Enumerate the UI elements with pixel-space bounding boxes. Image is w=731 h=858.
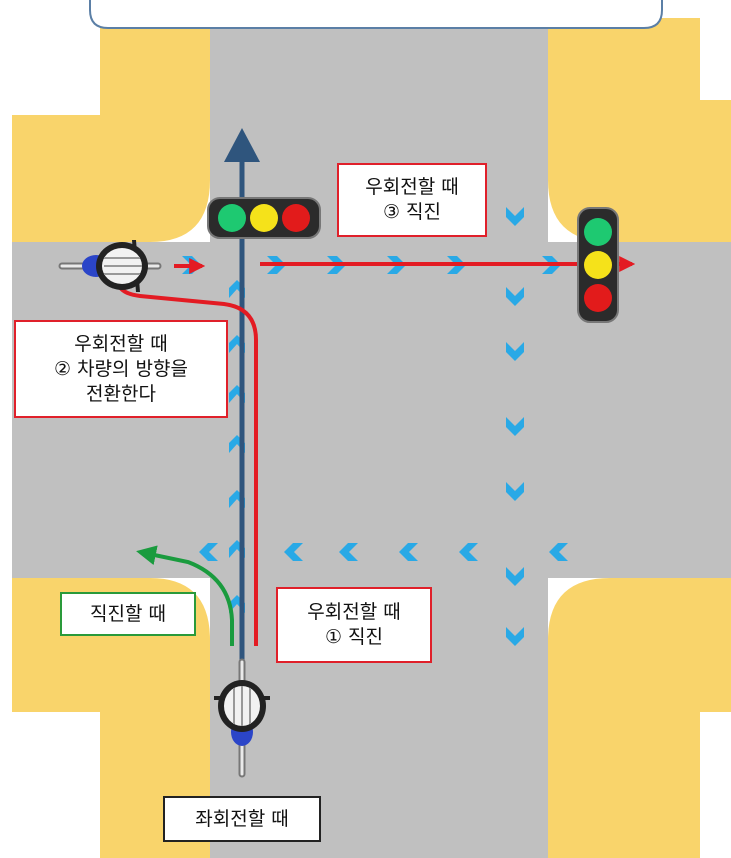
sidewalk-bottom-left [12,578,210,858]
sidewalk-corners [12,18,731,858]
straight-lane-arrow [224,128,260,662]
cyclist-icon [58,240,162,292]
label-line: 우회전할 때 [365,176,459,198]
label-line: 우회전할 때 [307,601,401,623]
cyclist-icon [214,658,270,778]
label-line: ① 직진 [324,626,384,648]
sidewalk-top-left [12,18,210,242]
label-hook-step3: 우회전할 때 ③ 직진 [337,163,487,237]
label-line: ③ 직진 [382,201,442,223]
label-line: 직진할 때 [90,602,166,625]
straight-turn-path [136,545,234,646]
sidewalk-bottom-right [548,578,731,858]
label-hook-step2: 우회전할 때 ② 차량의 방향을 전환한다 [14,320,228,418]
label-line: 우회전할 때 [74,332,168,355]
label-line: 좌회전할 때 [195,807,289,830]
traffic-light-icon [577,207,619,323]
label-straight: 직진할 때 [60,592,196,636]
traffic-light-icon [207,197,321,239]
sidewalk-top-right [548,18,731,242]
label-left-turn: 좌회전할 때 [163,796,321,842]
label-line: ② 차량의 방향을 [54,357,188,380]
frame-edge [89,0,663,29]
label-hook-step1: 우회전할 때 ① 직진 [276,587,432,663]
label-line: 전환한다 [86,382,156,405]
